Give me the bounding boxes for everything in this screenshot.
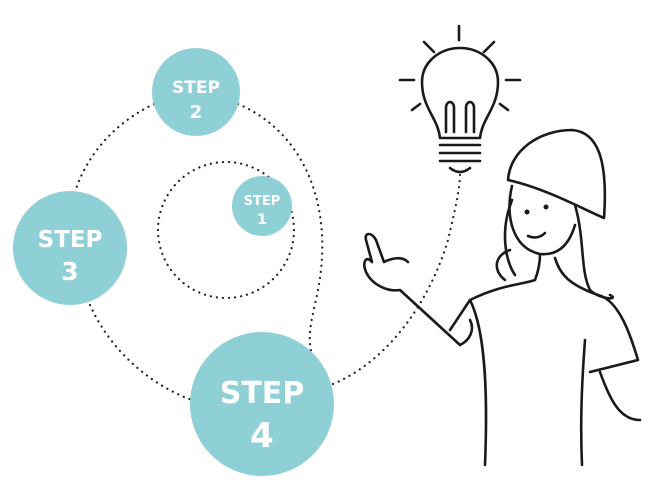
beanie-hat (506, 128, 607, 220)
step-2-number: 2 (190, 102, 203, 123)
dotted-arc-2-4 (236, 102, 332, 387)
inner-dotted-circle (156, 160, 296, 300)
step-4-label: STEP (220, 376, 305, 411)
step-4-number: 4 (250, 416, 274, 456)
lightbulb-icon (398, 24, 522, 174)
dotted-arc-2-3 (73, 102, 156, 194)
step-1-label: STEP (244, 194, 281, 209)
step-3-circle: STEP 3 (13, 191, 127, 305)
person-illustration (363, 128, 642, 467)
step-2-circle: STEP 2 (152, 48, 240, 136)
step-1-circle: STEP 1 (232, 176, 292, 236)
dotted-arc-3-4 (88, 303, 194, 402)
dotted-line-to-bulb (331, 170, 462, 386)
step-3-label: STEP (38, 227, 103, 253)
step-1-number: 1 (257, 212, 267, 228)
step-2-label: STEP (172, 78, 220, 98)
step-4-circle: STEP 4 (190, 332, 334, 476)
cycle-path (73, 102, 462, 402)
step-3-number: 3 (61, 257, 78, 286)
